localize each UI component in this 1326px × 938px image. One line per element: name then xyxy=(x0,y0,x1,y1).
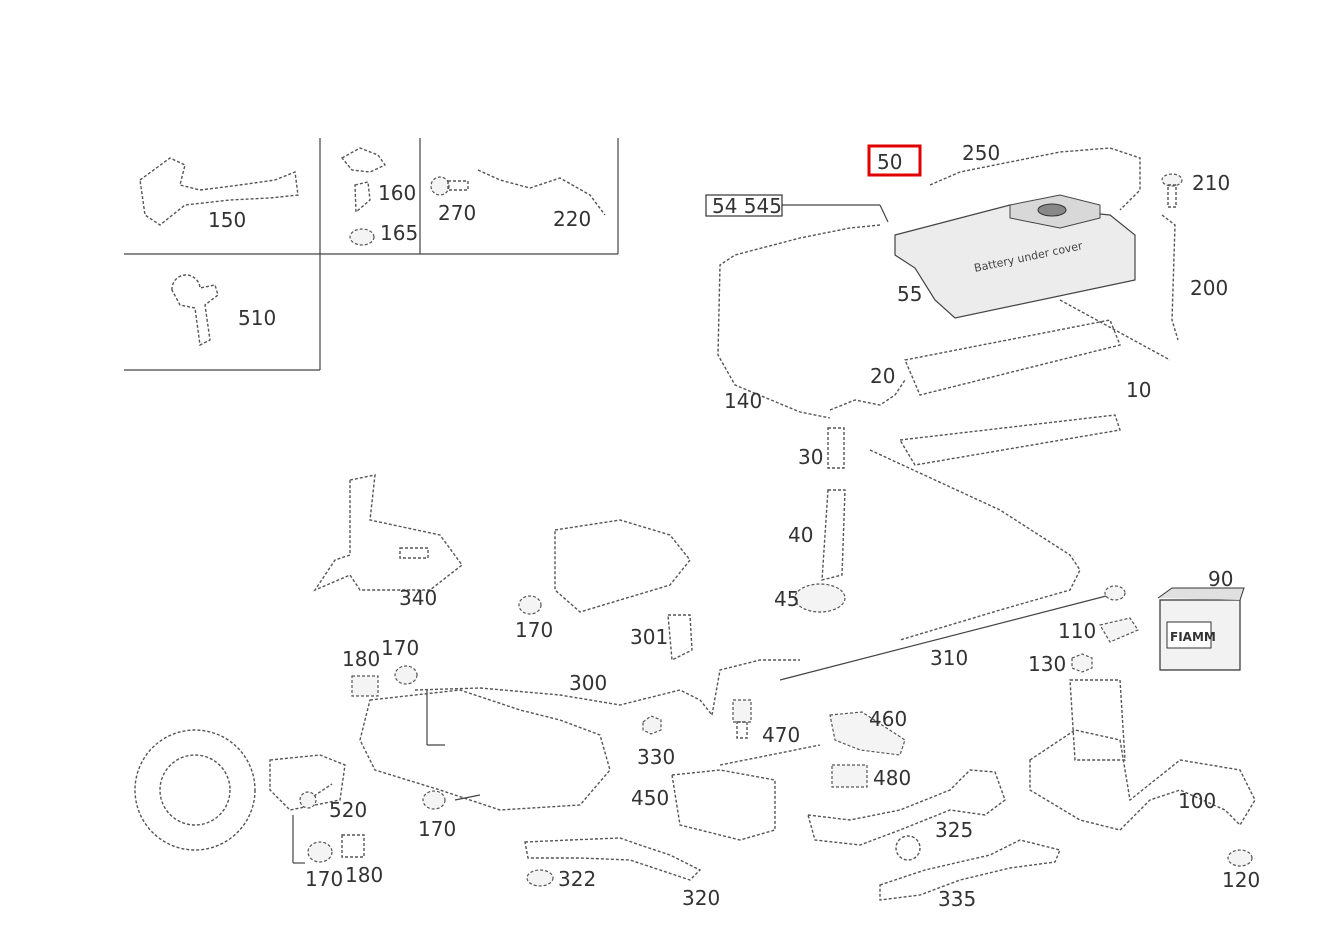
nut-170d-drawing xyxy=(307,841,333,863)
label-330[interactable]: 330 xyxy=(637,745,675,769)
label-130[interactable]: 130 xyxy=(1028,652,1066,676)
nut-130-drawing xyxy=(1071,653,1093,673)
label-180-bottom[interactable]: 180 xyxy=(345,863,383,887)
label-200[interactable]: 200 xyxy=(1190,276,1228,300)
label-170-lower[interactable]: 170 xyxy=(418,817,456,841)
nut-330-drawing xyxy=(642,715,662,735)
bracket-335-drawing xyxy=(879,835,1061,901)
hose-40-drawing xyxy=(821,489,846,581)
part-50-label: 50 xyxy=(877,150,902,174)
bolt-210-drawing xyxy=(1161,173,1183,208)
bolt-520-drawing xyxy=(299,783,333,809)
bracket-340-drawing xyxy=(313,474,463,592)
nut-170b-drawing xyxy=(394,665,418,685)
label-210[interactable]: 210 xyxy=(1192,171,1230,195)
label-150[interactable]: 150 xyxy=(208,208,246,232)
battery-90-drawing: FIAMM xyxy=(1157,587,1245,671)
clip-480-drawing xyxy=(831,764,868,788)
lever-510-drawing xyxy=(171,274,219,347)
bolt-270-drawing xyxy=(430,176,469,196)
label-250[interactable]: 250 xyxy=(962,141,1000,165)
motor-drawing xyxy=(359,689,611,811)
grommet-120-drawing xyxy=(1227,849,1253,867)
cable-140-drawing xyxy=(717,224,881,419)
bracket-320-drawing xyxy=(524,837,702,881)
label-520[interactable]: 520 xyxy=(329,798,367,822)
highlighted-part-50[interactable]: 50 xyxy=(867,144,922,177)
label-480[interactable]: 480 xyxy=(873,766,911,790)
label-300[interactable]: 300 xyxy=(569,671,607,695)
part-labels: 150 160 165 270 220 510 250 210 200 55 2… xyxy=(208,141,1260,911)
bracket-100-drawing xyxy=(1029,679,1256,831)
battery-10-drawing xyxy=(898,299,1171,466)
cable-220-drawing xyxy=(477,169,606,216)
label-220[interactable]: 220 xyxy=(553,207,591,231)
label-180-left[interactable]: 180 xyxy=(342,647,380,671)
clip-110-drawing xyxy=(1099,617,1139,643)
label-160[interactable]: 160 xyxy=(378,181,416,205)
battery-cover-55-drawing: Battery under cover xyxy=(894,194,1136,319)
bolt-470-drawing xyxy=(732,699,752,739)
cable-300-drawing xyxy=(414,659,800,716)
cable-200-drawing xyxy=(1161,214,1179,341)
label-322[interactable]: 322 xyxy=(558,867,596,891)
label-510[interactable]: 510 xyxy=(238,306,276,330)
nut-165-drawing xyxy=(349,228,375,246)
label-170-starter[interactable]: 170 xyxy=(515,618,553,642)
label-310[interactable]: 310 xyxy=(930,646,968,670)
clip-160-drawing xyxy=(340,147,387,214)
bracket-325-drawing xyxy=(807,769,1006,846)
starter-drawing xyxy=(554,519,691,613)
label-335[interactable]: 335 xyxy=(938,887,976,911)
label-30[interactable]: 30 xyxy=(798,445,823,469)
label-170-bottom[interactable]: 170 xyxy=(305,867,343,891)
cable-250-drawing xyxy=(929,147,1141,211)
label-20[interactable]: 20 xyxy=(870,364,895,388)
alternator-drawing xyxy=(134,729,346,851)
label-90[interactable]: 90 xyxy=(1208,567,1233,591)
label-301[interactable]: 301 xyxy=(630,625,668,649)
nut-180a-drawing xyxy=(351,675,379,697)
connector-301-drawing xyxy=(667,614,693,662)
label-100[interactable]: 100 xyxy=(1178,789,1216,813)
label-120[interactable]: 120 xyxy=(1222,868,1260,892)
callout-54545[interactable]: 54 545 xyxy=(705,194,783,218)
label-10[interactable]: 10 xyxy=(1126,378,1151,402)
label-470[interactable]: 470 xyxy=(762,723,800,747)
label-450[interactable]: 450 xyxy=(631,786,669,810)
label-40[interactable]: 40 xyxy=(788,523,813,547)
grommet-45-drawing xyxy=(794,583,846,613)
clip-460-drawing xyxy=(829,711,906,756)
nut-170a-drawing xyxy=(518,595,542,615)
label-340[interactable]: 340 xyxy=(399,586,437,610)
label-165[interactable]: 165 xyxy=(380,221,418,245)
bracket-150-drawing xyxy=(139,157,299,226)
label-170-upper[interactable]: 170 xyxy=(381,636,419,660)
cable-310-drawing xyxy=(779,449,1126,681)
label-320[interactable]: 320 xyxy=(682,886,720,910)
battery-brand: FIAMM xyxy=(1170,630,1216,644)
leader-lines xyxy=(292,204,889,864)
label-460[interactable]: 460 xyxy=(869,707,907,731)
label-325[interactable]: 325 xyxy=(935,818,973,842)
connector-20-drawing xyxy=(829,379,906,411)
label-270[interactable]: 270 xyxy=(438,201,476,225)
nut-170c-drawing xyxy=(422,790,446,810)
label-45[interactable]: 45 xyxy=(774,587,799,611)
grommet-30-drawing xyxy=(827,427,845,469)
clip-180b-drawing xyxy=(341,834,365,858)
holder-450-drawing xyxy=(671,744,821,841)
label-140[interactable]: 140 xyxy=(724,389,762,413)
nut-322-drawing xyxy=(526,869,554,887)
label-110[interactable]: 110 xyxy=(1058,619,1096,643)
callout-54545-label: 54 545 xyxy=(712,194,782,218)
label-55[interactable]: 55 xyxy=(897,282,922,306)
inset-frame xyxy=(124,138,619,371)
